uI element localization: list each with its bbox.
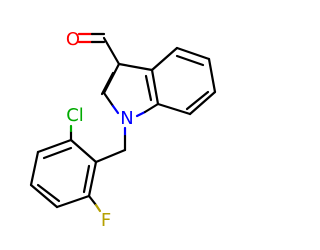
c-f-bond-gold	[94, 203, 102, 213]
c3a-c7a-bond	[150, 68, 160, 106]
c4-c5-inner-bond	[175, 54, 205, 67]
c2-n-bond-blue	[111, 104, 120, 115]
n-c7a-bond-black	[143, 102, 160, 114]
c6-c7-inner-bond	[185, 90, 210, 111]
ring-c3-c4-bond	[29, 150, 40, 187]
dihalo-benzene-ring	[29, 138, 98, 209]
aldehyde-c-c3-bond	[102, 36, 121, 66]
ring-c6-c1-inner-bond	[82, 164, 91, 194]
nitrogen-atom-label: N	[120, 108, 133, 129]
c3-c3a-bond	[117, 62, 154, 72]
ring-c2-c3-bond	[36, 138, 73, 154]
oxygen-atom-label: O	[66, 29, 80, 50]
fluorine-atom-label: F	[101, 210, 111, 231]
c3-c2-inner-bond	[100, 71, 115, 96]
ring-c1-c2-bond	[69, 138, 98, 164]
chlorine-atom-label: Cl	[66, 105, 84, 126]
ring-c2-c3-inner-bond	[42, 146, 73, 160]
pyrrole-ring	[100, 62, 160, 118]
fluorine-substituent: F	[87, 194, 111, 231]
ring-c6-c1-bond	[87, 160, 98, 198]
c7-c7a-bond	[156, 102, 192, 116]
c2-n-bond-black	[102, 91, 115, 108]
c3a-c4-bond	[150, 46, 179, 72]
n-c7a-bond-blue	[135, 110, 147, 118]
methylene-linker	[94, 126, 127, 164]
c6-c7-bond	[188, 90, 217, 116]
c4-c5-bond	[175, 46, 211, 61]
ch2-aryl-bond	[94, 148, 127, 164]
chlorine-substituent: Cl	[66, 105, 84, 142]
ring-c5-c6-bond	[55, 194, 91, 209]
c-f-bond-black	[87, 194, 98, 207]
c3-c2-bond	[102, 62, 121, 95]
molecule-diagram: O N	[29, 29, 217, 231]
ring-c4-c5-inner-bond	[36, 183, 61, 203]
indole-benzene-ring	[150, 46, 217, 116]
aldehyde-group: O	[66, 29, 121, 66]
c3a-c7a-inner-bond	[144, 74, 153, 102]
c5-c6-bond	[207, 57, 217, 94]
ring-c4-c5-bond	[29, 183, 59, 209]
